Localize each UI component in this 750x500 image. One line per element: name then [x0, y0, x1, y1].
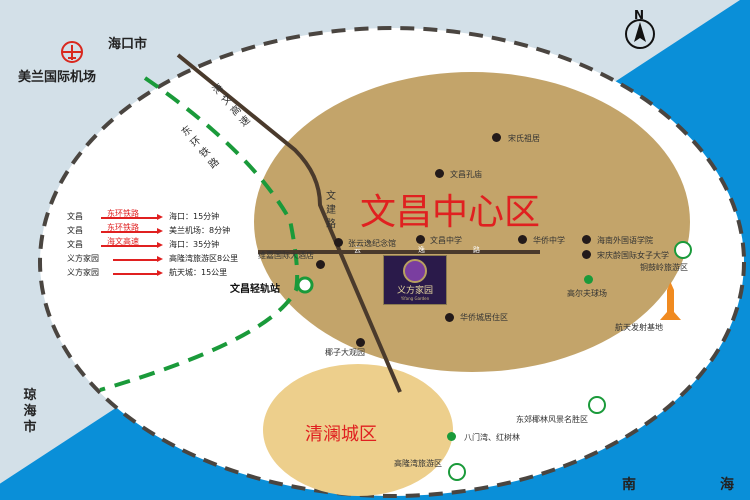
poi-gaolong: 高隆湾旅游区: [394, 459, 442, 468]
scenic-icon: [448, 463, 466, 481]
arrow-icon: 海文高速: [101, 237, 163, 249]
arrow-icon: 东环铁路: [101, 223, 163, 235]
legend-row: 义方家园高隆湾旅游区8公里: [67, 253, 239, 263]
poi-foreign-lang: 海南外国语学院: [597, 236, 653, 245]
legend-row: 文昌东环铁路美兰机场：8分钟: [67, 223, 231, 235]
poi-songshi: 宋氏祖居: [508, 134, 540, 143]
poi-marker: [582, 235, 591, 244]
center-district-label: 文昌中心区: [360, 192, 541, 233]
qionghai-label: 琼海市: [23, 388, 37, 435]
poi-huaqiao-res: 华侨城居住区: [460, 313, 508, 322]
poi-weijia: 维嘉国际大酒店: [258, 251, 314, 260]
poi-tonggu: 铜鼓岭旅游区: [640, 263, 688, 272]
station-label: 文昌轻轨站: [230, 284, 280, 295]
poi-marker: [492, 133, 501, 142]
arrow-icon: [113, 253, 163, 263]
compass-icon: [625, 19, 655, 49]
legend-row: 文昌海文高速海口：35分钟: [67, 237, 220, 249]
scenic-icon: [674, 241, 692, 259]
poi-soong: 宋庆龄国际女子大学: [597, 251, 669, 260]
project-logo[interactable]: 义方家园 Yifang Garden: [383, 255, 447, 305]
donghuan-railway: [99, 76, 300, 392]
rocket-icon: [660, 282, 681, 320]
scenic-icon: [588, 396, 606, 414]
poi-golf: 高尔夫球场: [567, 289, 607, 298]
haikou-label: 海口市: [108, 37, 148, 52]
poi-huaqiao-school: 华侨中学: [533, 236, 565, 245]
poi-marker: [334, 238, 343, 247]
nanhai-label-2: 海: [720, 477, 734, 493]
golf-marker: [584, 275, 593, 284]
poi-yezi: 椰子大观园: [325, 348, 365, 357]
wenjian-road-label: 文建路: [326, 191, 336, 230]
poi-bamen: 八门湾、红树林: [464, 433, 520, 442]
qinglan-district-label: 清澜城区: [305, 424, 377, 445]
legend-row: 义方家园航天城：15公里: [67, 267, 228, 277]
station-marker: [296, 276, 314, 294]
poi-marker: [518, 235, 527, 244]
qinglan-district-area: [263, 364, 453, 496]
poi-space: 航天发射基地: [615, 323, 663, 332]
haiwen-expressway: [176, 53, 402, 393]
poi-marker: [316, 260, 325, 269]
airport-icon: [61, 41, 83, 63]
poi-wenchang-school: 文昌中学: [430, 236, 462, 245]
poi-marker: [416, 235, 425, 244]
poi-zhangyunyi: 张云逸纪念馆: [348, 239, 396, 248]
arrow-icon: [113, 267, 163, 277]
project-emblem-icon: [403, 259, 427, 283]
airport-label: 美兰国际机场: [18, 70, 97, 85]
nanhai-label-1: 南: [622, 477, 636, 493]
legend-row: 文昌东环铁路海口：15分钟: [67, 209, 220, 221]
poi-marker: [435, 169, 444, 178]
poi-marker: [582, 250, 591, 259]
poi-marker: [356, 338, 365, 347]
yunyi-road-label-2: 逸: [418, 246, 425, 254]
project-name: 义方家园: [396, 286, 433, 296]
yunyi-road-label-1: 云: [354, 246, 361, 254]
compass-label: N: [634, 8, 645, 22]
arrow-icon: 东环铁路: [101, 209, 163, 221]
poi-marker: [445, 313, 454, 322]
poi-kongmiao: 文昌孔庙: [450, 170, 482, 179]
yunyi-road-label-3: 路: [473, 246, 480, 254]
center-district-area: [254, 72, 690, 372]
poi-dongjiao: 东郊椰林风景名胜区: [516, 415, 588, 424]
project-subtitle: Yifang Garden: [400, 296, 430, 301]
bamen-marker: [447, 432, 456, 441]
